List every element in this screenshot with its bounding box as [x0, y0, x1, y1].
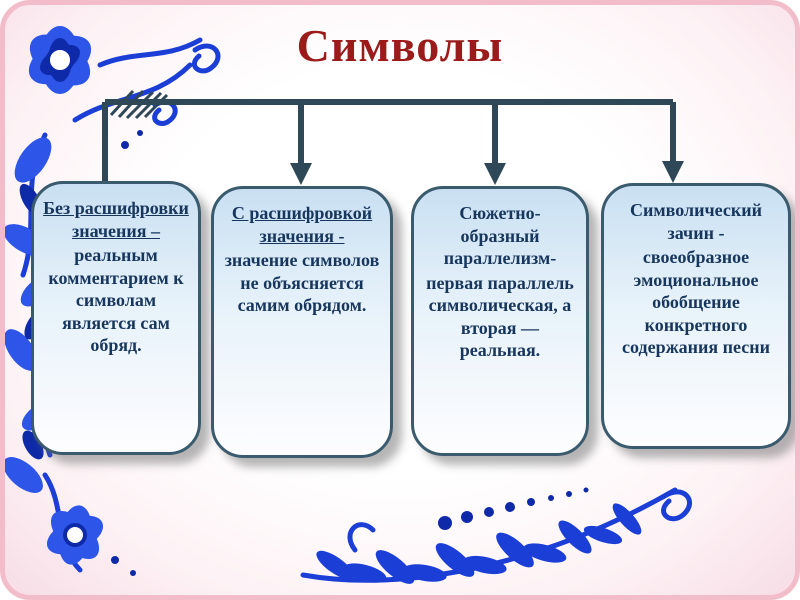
- box-body: значение символов не объясняется самим о…: [224, 250, 380, 315]
- box-heading: С расшифровкой значения -: [231, 203, 373, 246]
- box-body: реальным комментарием к символам являетс…: [48, 245, 184, 355]
- box-body: своеобразное эмоциональное обобщение кон…: [622, 247, 770, 357]
- slide-title: Символы: [296, 20, 504, 71]
- box-with-decoding: С расшифровкой значения - значение симво…: [211, 186, 393, 458]
- box-parallelism: Сюжетно-образный параллелизм- первая пар…: [411, 186, 589, 456]
- hatch-decoration: [109, 89, 169, 120]
- box-heading: Без расшифровки значения –: [43, 198, 189, 241]
- box-body: первая параллель символическая, а вторая…: [426, 272, 574, 361]
- box-symbolic-opening: Символический зачин - своеобразное эмоци…: [601, 183, 791, 449]
- box-heading: Сюжетно-образный параллелизм-: [443, 203, 557, 268]
- gzhel-flourish-bottom-icon: [300, 487, 692, 584]
- box-heading: Символический зачин -: [630, 200, 762, 243]
- box-no-decoding: Без расшифровки значения – реальным комм…: [31, 181, 201, 455]
